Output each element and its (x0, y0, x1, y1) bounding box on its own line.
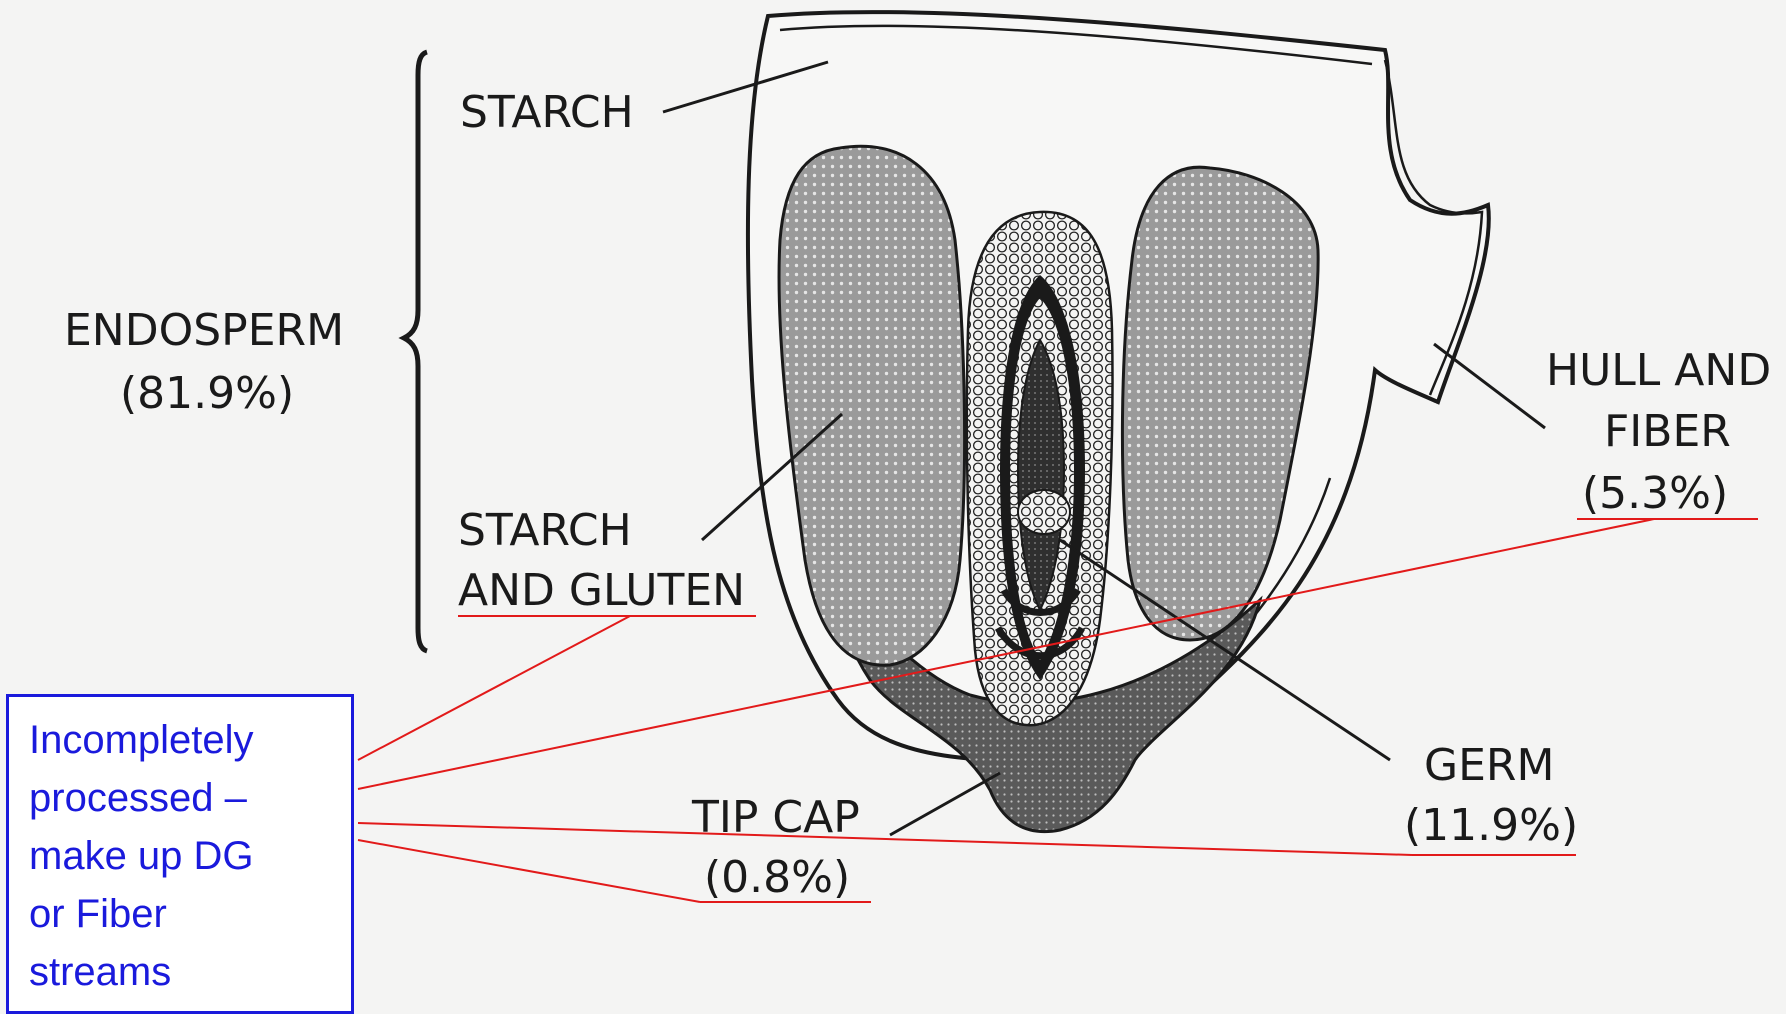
connector-germ (358, 823, 1412, 855)
germ-label: GERM (1424, 740, 1554, 791)
germ-center-oval (1018, 490, 1070, 534)
connector-starch-gluten (358, 616, 630, 760)
tip-cap-leader-line (890, 773, 1000, 835)
tip-cap-label: TIP CAP (691, 792, 860, 843)
endosperm-brace (404, 52, 427, 651)
hull-label-line1: HULL AND (1546, 345, 1771, 396)
starch-gluten-label-line1: STARCH (458, 505, 632, 556)
endosperm-label: ENDOSPERM (64, 305, 344, 356)
starch-gluten-label-line2: AND GLUTEN (458, 565, 745, 616)
tip-cap-percent: (0.8%) (704, 852, 850, 903)
hull-label-line2: FIBER (1604, 406, 1731, 457)
hull-percent: (5.3%) (1582, 468, 1728, 519)
starch-label: STARCH (460, 87, 634, 138)
note-line: make up DG (29, 827, 351, 885)
endosperm-percent: (81.9%) (120, 368, 294, 419)
note-line: Incompletely (29, 711, 351, 769)
germ-percent: (11.9%) (1404, 800, 1578, 851)
note-line: streams (29, 943, 351, 1001)
note-line: or Fiber (29, 885, 351, 943)
note-box: Incompletely processed – make up DG or F… (6, 694, 354, 1014)
connector-tip-cap (358, 840, 700, 902)
note-line: processed – (29, 769, 351, 827)
hull-leader-line (1434, 344, 1545, 428)
